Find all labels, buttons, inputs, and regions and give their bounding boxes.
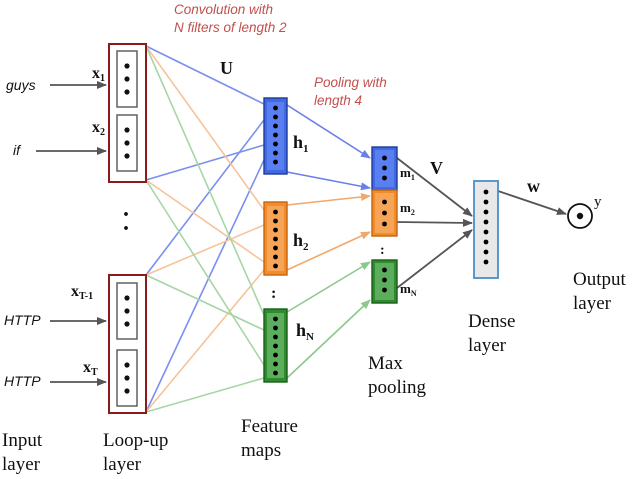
max-pooling-label: Max (368, 353, 403, 374)
vector-label-xT1: xT-1 (71, 283, 93, 302)
orange-connection (145, 179, 265, 263)
lookup-layer-label: Loop-up (103, 430, 168, 451)
pooled-label-mN: mN (400, 281, 417, 298)
pool-dense-arrow (396, 229, 473, 289)
vector-label-x1: x1 (92, 65, 105, 84)
lookup-ellipsis-dot: . (123, 196, 129, 222)
vector-dot (124, 308, 130, 314)
blue-connection (145, 119, 265, 276)
annotations: Convolution with N filters of length 2 P… (174, 2, 387, 108)
feature-map-dots (273, 316, 278, 376)
feature-maps-label: maps (241, 440, 281, 461)
vector-dot (124, 140, 130, 146)
weight-label-w: w (527, 176, 540, 196)
output-layer-label: Output (573, 269, 627, 290)
vector-dot (124, 295, 130, 301)
output-layer-label: layer (573, 293, 612, 314)
pooled-label-m1: m1 (400, 165, 415, 182)
green-connection (145, 45, 265, 316)
layer-labels: Input layer Loop-up layer Feature maps M… (2, 269, 627, 475)
input-layer-label: Input (2, 430, 43, 451)
orange-pool-connection (286, 192, 371, 206)
green-pool-connection (286, 261, 371, 313)
green-connection (145, 179, 265, 366)
orange-connection (145, 269, 265, 413)
output-layer: y (567, 194, 602, 229)
input-word: HTTP (4, 373, 41, 389)
green-connection (145, 377, 265, 413)
feature-label-h1: h1 (293, 132, 309, 155)
feature-map-dots (273, 105, 278, 165)
vector-dot (124, 388, 130, 394)
feature-label-hN: hN (296, 320, 314, 343)
lookup-ellipsis-dot: . (123, 210, 129, 236)
feature-maps: : h1 h2 hN (263, 97, 314, 383)
vector-dot (124, 362, 130, 368)
vector-dot (124, 321, 130, 327)
feature-map-dots (273, 209, 278, 269)
pooling-to-dense-connections (396, 157, 473, 289)
convolution-note: Convolution with (174, 2, 273, 17)
dense-output-arrow (497, 190, 567, 215)
input-word: if (13, 142, 22, 158)
weight-label-V: V (430, 158, 443, 178)
max-pooling-layer: : m1 m2 mN (371, 146, 417, 304)
dense-layer-label: Dense (468, 311, 515, 332)
pooling-note: length 4 (314, 93, 362, 108)
vector-dot (124, 89, 130, 95)
green-pool-connection (286, 299, 371, 379)
dense-layer-label: layer (468, 335, 507, 356)
input-layer-label: layer (2, 454, 41, 475)
orange-pool-connection (286, 231, 371, 271)
lookup-layer: x1 x2 xT-1 xT . . (71, 43, 147, 414)
lookup-layer-label: layer (103, 454, 142, 475)
dense-vector (473, 180, 499, 279)
input-layer: guys if HTTP HTTP (4, 77, 107, 389)
blue-connection (145, 144, 265, 181)
lookup-to-feature-connections (145, 45, 265, 413)
blue-connection (145, 159, 265, 413)
weight-label-U: U (220, 58, 233, 78)
vector-dot (124, 153, 130, 159)
orange-connection (145, 45, 265, 211)
pool-dense-arrow (396, 218, 473, 227)
blue-pool-connection (286, 104, 371, 159)
vector-dot (124, 127, 130, 133)
output-symbol: y (594, 194, 602, 210)
feature-label-h2: h2 (293, 230, 309, 253)
blue-pool-connection (286, 171, 371, 191)
feature-ellipsis: : (271, 285, 276, 302)
pooling-ellipsis: : (380, 243, 385, 258)
orange-connection (145, 224, 265, 276)
pooling-note: Pooling with (314, 75, 387, 90)
blue-connection (145, 45, 265, 105)
vector-dot (124, 63, 130, 69)
convolution-note: N filters of length 2 (174, 20, 287, 35)
input-word: guys (6, 77, 36, 93)
pooled-label-m2: m2 (400, 200, 415, 217)
input-word: HTTP (4, 312, 41, 328)
max-pooling-label: pooling (368, 377, 427, 398)
feature-maps-label: Feature (241, 416, 298, 437)
vector-dot (124, 375, 130, 381)
dense-layer (473, 180, 499, 279)
pool-dense-arrow (396, 157, 473, 217)
feature-to-pooling-connections (286, 104, 371, 379)
vector-label-x2: x2 (92, 119, 105, 138)
vector-label-xT: xT (83, 359, 98, 378)
vector-dot (124, 76, 130, 82)
green-connection (145, 274, 265, 331)
